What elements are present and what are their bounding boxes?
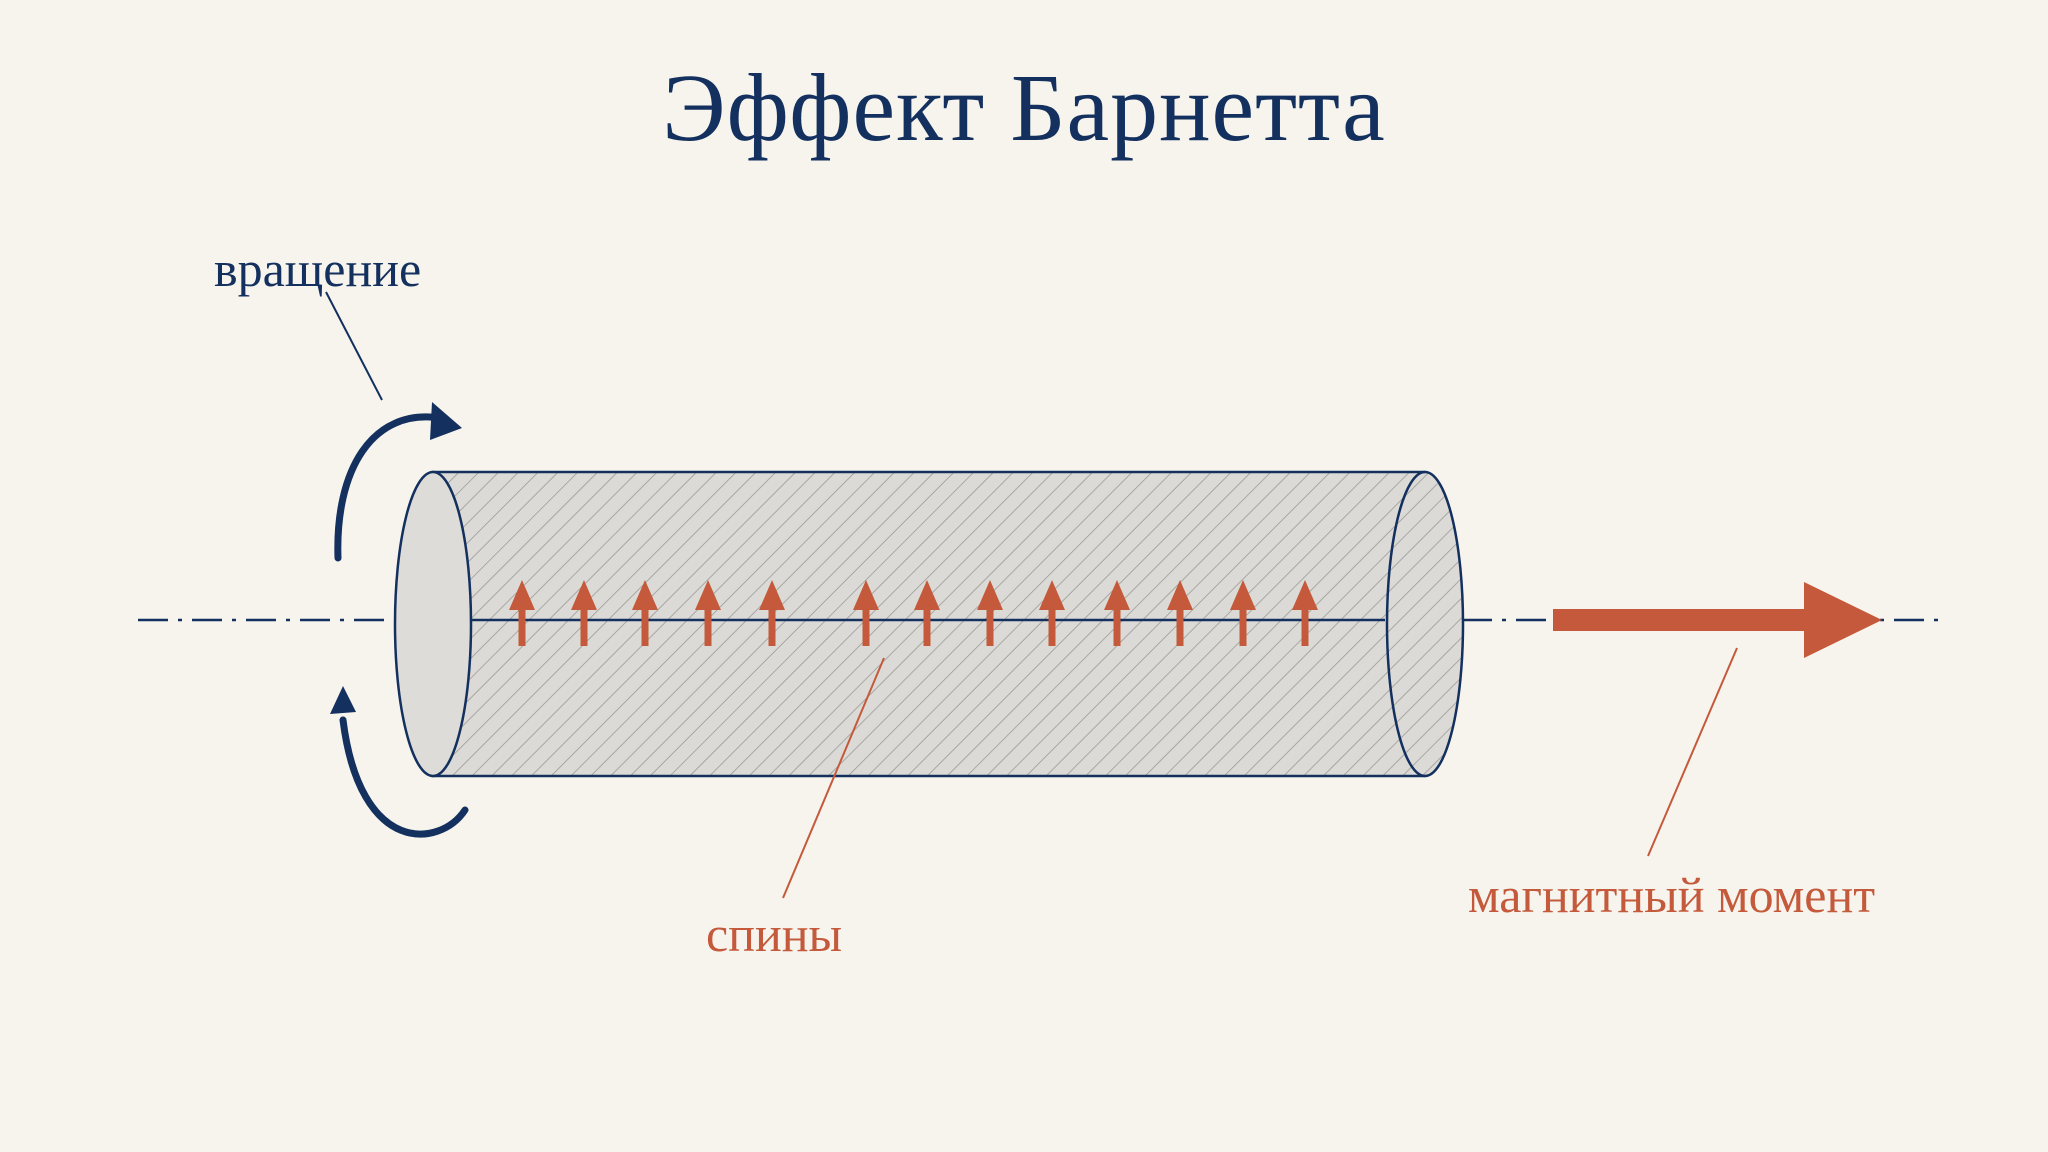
leader-line-spins bbox=[782, 657, 885, 899]
diagram-title: Эффект Барнетта bbox=[662, 54, 1386, 161]
spin-up-arrow-icon bbox=[914, 580, 940, 646]
spin-arrows bbox=[509, 580, 1318, 646]
spin-up-arrow-icon bbox=[1104, 580, 1130, 646]
spin-up-arrow-icon bbox=[695, 580, 721, 646]
leader-line-moment bbox=[1647, 647, 1738, 857]
spin-up-arrow-icon bbox=[1039, 580, 1065, 646]
rotation-arrowhead-lower bbox=[330, 686, 356, 714]
spins-label: спины bbox=[706, 906, 843, 962]
spin-up-arrow-icon bbox=[571, 580, 597, 646]
magnetic-moment-label: магнитный момент bbox=[1468, 867, 1876, 923]
spin-up-arrow-icon bbox=[1230, 580, 1256, 646]
cylinder-left-face bbox=[393, 470, 473, 778]
cylinder-body bbox=[431, 470, 1465, 778]
rotation-label: вращение bbox=[214, 241, 422, 297]
spin-up-arrow-icon bbox=[1292, 580, 1318, 646]
spin-up-arrow-icon bbox=[509, 580, 535, 646]
cylinder bbox=[393, 470, 1465, 778]
spin-up-arrow-icon bbox=[853, 580, 879, 646]
spin-up-arrow-icon bbox=[977, 580, 1003, 646]
spin-up-arrow-icon bbox=[1167, 580, 1193, 646]
spin-up-arrow-icon bbox=[632, 580, 658, 646]
rotation-arrows-icon bbox=[330, 402, 469, 838]
spin-up-arrow-icon bbox=[759, 580, 785, 646]
rotation-arrow-upper bbox=[334, 413, 444, 562]
rotation-arrow-lower bbox=[339, 716, 469, 838]
rotation-arrowhead-upper bbox=[430, 402, 462, 440]
magnetic-moment-arrow-icon bbox=[1553, 582, 1882, 658]
leader-line-rotation bbox=[325, 291, 383, 401]
cylinder-right-face bbox=[1385, 470, 1426, 778]
